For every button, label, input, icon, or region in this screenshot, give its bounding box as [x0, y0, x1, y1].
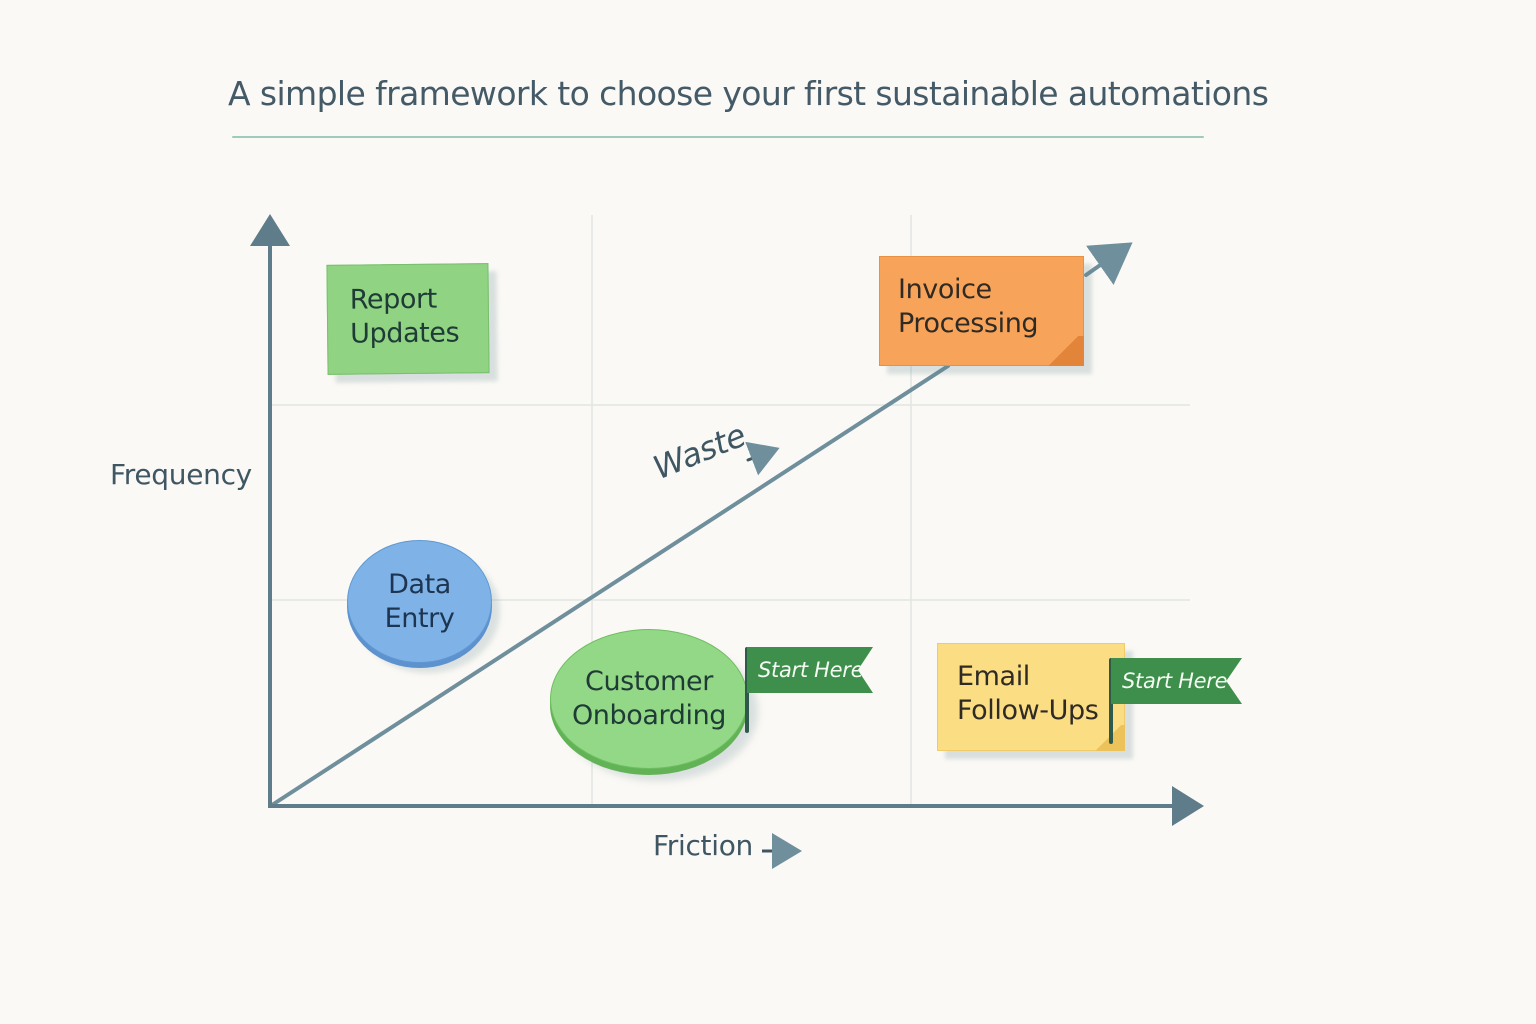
waste-diagonal-line [270, 364, 950, 807]
email-follow-ups-line-1: Email [957, 661, 1030, 692]
report-updates-line-2: Updates [349, 317, 460, 350]
invoice-processing-line-2: Processing [898, 308, 1039, 339]
invoice-processing-line-1: Invoice [898, 274, 992, 305]
y-axis-label: Frequency [110, 458, 252, 491]
report-updates-note: Report Updates [326, 263, 490, 375]
data-entry-oval: Data Entry [347, 540, 492, 663]
start-here-banner-email: Start Here [1111, 658, 1242, 704]
customer-onboarding-line-2: Onboarding [571, 700, 727, 731]
customer-onboarding-oval: Customer Onboarding [550, 629, 748, 769]
waste-label-arrow [745, 441, 780, 476]
title-underline [232, 136, 1204, 138]
invoice-processing-note: Invoice Processing [879, 256, 1084, 366]
report-updates-line-1: Report [349, 283, 438, 316]
page-title: A simple framework to choose your first … [228, 74, 1269, 113]
data-entry-line-2: Entry [384, 602, 455, 634]
data-entry-line-1: Data [388, 568, 451, 600]
customer-onboarding-line-1: Customer [585, 666, 713, 697]
start-here-banner-onboarding: Start Here [747, 647, 873, 693]
x-axis-label: Friction [653, 829, 753, 862]
waste-diagonal-arrow [1084, 242, 1133, 286]
email-follow-ups-note: Email Follow-Ups [937, 643, 1125, 751]
email-follow-ups-line-2: Follow-Ups [957, 695, 1099, 726]
email-page-curl [1091, 725, 1125, 751]
